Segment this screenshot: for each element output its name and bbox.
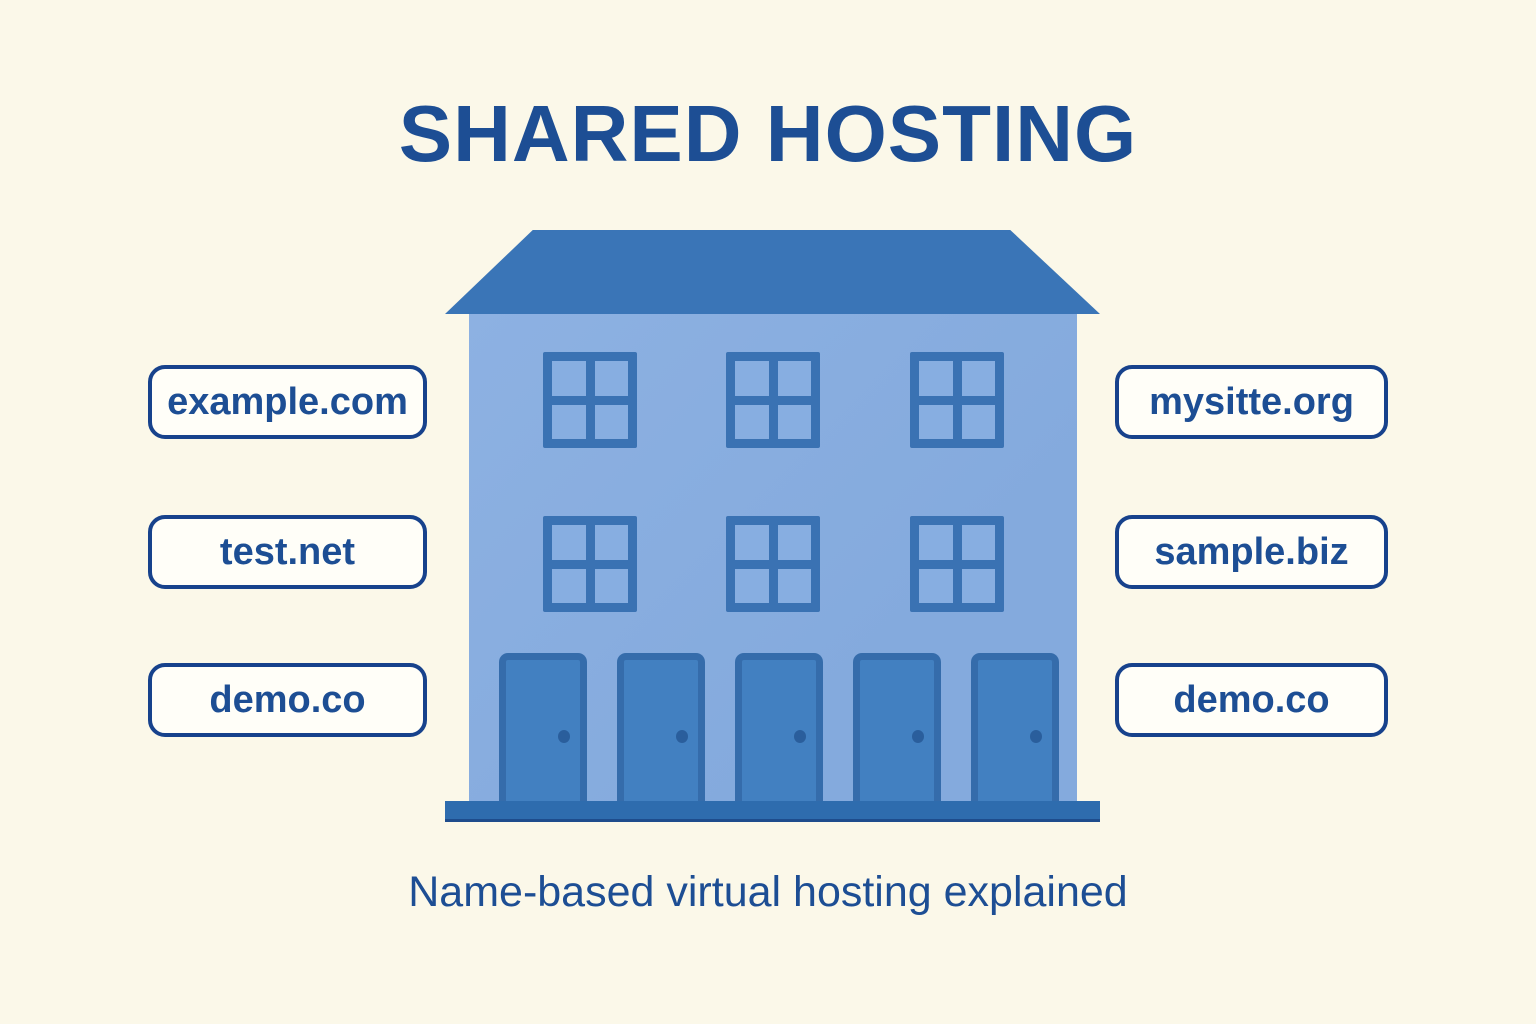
window-pane [594, 404, 628, 439]
domain-label-text: example.com [167, 380, 408, 423]
window-icon [543, 352, 637, 448]
door-knob-icon [676, 730, 688, 743]
door-knob-icon [794, 730, 806, 743]
window-pane [961, 404, 995, 439]
domain-label-test-net: test.net [148, 515, 427, 589]
window-pane [919, 525, 953, 560]
domain-label-text: mysitte.org [1149, 380, 1354, 423]
door-icon [499, 653, 587, 801]
domain-label-sample-biz: sample.biz [1115, 515, 1388, 589]
window-icon [543, 516, 637, 612]
window-pane [961, 525, 995, 560]
window-pane [777, 361, 811, 396]
window-pane [552, 525, 586, 560]
domain-label-mysitte-org: mysitte.org [1115, 365, 1388, 439]
door-knob-icon [1030, 730, 1042, 743]
window-pane [919, 361, 953, 396]
window-pane [919, 568, 953, 603]
window-pane [777, 568, 811, 603]
domain-label-text: demo.co [209, 678, 366, 721]
window-pane [735, 525, 769, 560]
door-knob-icon [912, 730, 924, 743]
house-foundation-icon [445, 801, 1100, 822]
window-pane [552, 361, 586, 396]
window-icon [726, 516, 820, 612]
domain-label-demo-co-left: demo.co [148, 663, 427, 737]
subtitle: Name-based virtual hosting explained [408, 868, 1128, 916]
window-pane [735, 568, 769, 603]
window-pane [552, 568, 586, 603]
door-icon [971, 653, 1059, 801]
domain-label-text: demo.co [1173, 678, 1330, 721]
window-icon [910, 352, 1004, 448]
window-icon [910, 516, 1004, 612]
window-pane [594, 568, 628, 603]
window-pane [777, 525, 811, 560]
window-pane [735, 404, 769, 439]
window-pane [594, 361, 628, 396]
door-icon [853, 653, 941, 801]
house-roof-icon [445, 230, 1100, 314]
window-icon [726, 352, 820, 448]
domain-label-example-com: example.com [148, 365, 427, 439]
page-title: SHARED HOSTING [398, 89, 1138, 178]
window-pane [961, 568, 995, 603]
domain-label-text: sample.biz [1154, 530, 1349, 573]
window-pane [777, 404, 811, 439]
door-icon [617, 653, 705, 801]
window-pane [552, 404, 586, 439]
window-pane [919, 404, 953, 439]
door-icon [735, 653, 823, 801]
window-pane [961, 361, 995, 396]
window-pane [735, 361, 769, 396]
door-knob-icon [558, 730, 570, 743]
domain-label-demo-co-right: demo.co [1115, 663, 1388, 737]
window-pane [594, 525, 628, 560]
domain-label-text: test.net [219, 530, 356, 573]
